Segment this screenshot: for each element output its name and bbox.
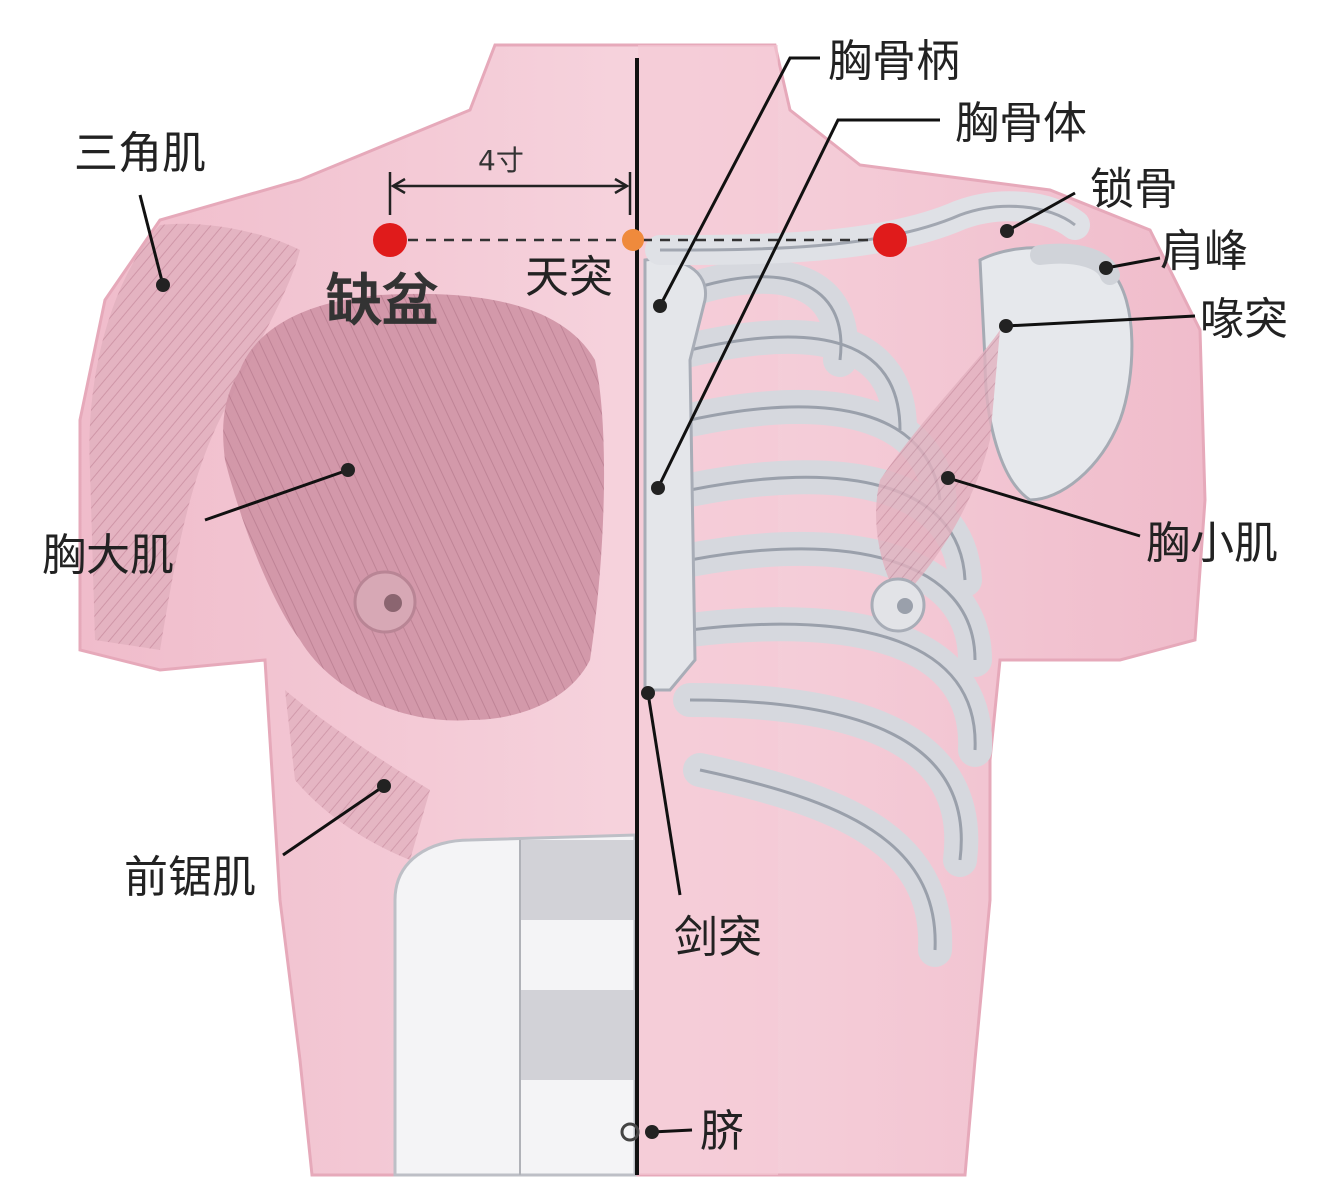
label-manubrium: 胸骨柄 (828, 36, 960, 87)
label-serratus-anterior: 前锯肌 (124, 852, 256, 903)
deltoid-muscle (89, 223, 301, 650)
label-coracoid: 喙突 (1200, 294, 1288, 345)
label-xiphoid: 剑突 (674, 912, 762, 963)
measure-arrow (388, 172, 632, 215)
pectoralis-minor-muscle (876, 330, 1000, 600)
label-navel: 脐 (700, 1106, 744, 1157)
label-clavicle: 锁骨 (1090, 164, 1178, 215)
quepen-point-right (873, 223, 907, 257)
tiantu-point (622, 229, 644, 251)
pectoralis-major-muscle (223, 293, 605, 721)
label-sternum-body: 胸骨体 (955, 98, 1087, 149)
measure-label: 4寸 (478, 144, 524, 177)
label-quepen: 缺盆 (326, 269, 438, 334)
label-pectoralis-minor: 胸小肌 (1146, 518, 1278, 569)
label-deltoid: 三角肌 (74, 128, 206, 179)
label-pectoralis-major: 胸大肌 (42, 530, 174, 581)
label-tiantu: 天突 (525, 252, 613, 303)
serratus-anterior-muscle (285, 690, 430, 860)
navel-marker (620, 1122, 640, 1142)
quepen-point-left (373, 223, 407, 257)
leader-lines (138, 56, 1196, 1139)
label-acromion: 肩峰 (1160, 226, 1248, 277)
